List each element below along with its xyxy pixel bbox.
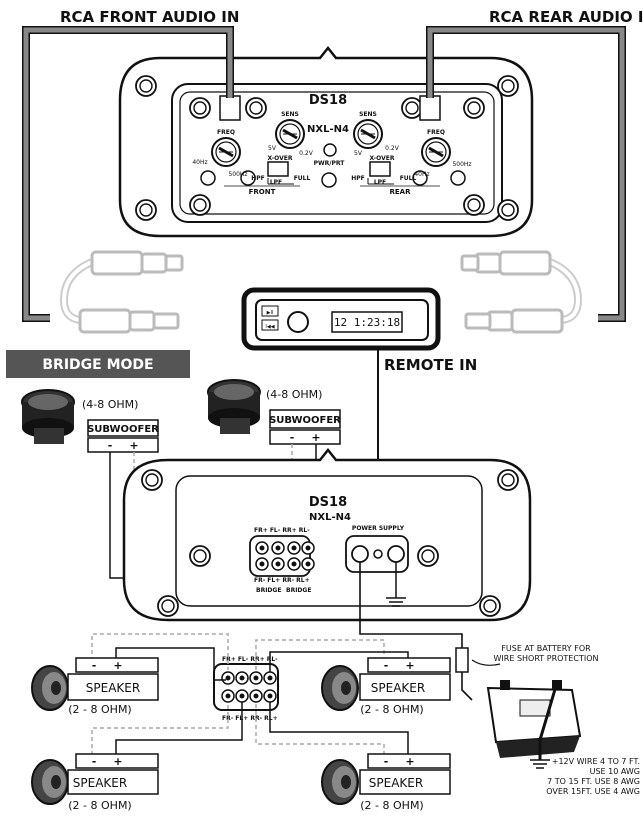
rca-plugs-right: [460, 250, 583, 334]
bottom-amp-bridge-2: BRIDGE: [286, 587, 311, 594]
xover-left-label: X-OVER: [268, 155, 293, 162]
sens-left-label: SENS: [281, 111, 299, 118]
subwoofer-1-plus: +: [129, 439, 138, 452]
speaker-3-minus: -: [92, 755, 97, 768]
top-amp-model: NXL-N4: [307, 124, 349, 135]
subwoofer-2-icon: [207, 379, 261, 434]
rear-label: REAR: [390, 188, 412, 196]
speaker-4-icon: [321, 759, 359, 805]
hz500-right-label: 500Hz: [452, 161, 471, 168]
subwoofer-2: (4-8 OHM) SUBWOOFER - +: [207, 379, 341, 445]
terminal-block-bottom-label: FR- FL+ RR- RL+: [222, 715, 278, 722]
top-amp-logo: DS18: [309, 93, 347, 108]
speaker-3-ohm: (2 - 8 OHM): [68, 799, 131, 812]
rca-rear-cable: [426, 26, 626, 322]
freq-right-label: FREQ: [427, 129, 445, 136]
rca-rear-label: RCA REAR AUDIO IN: [489, 8, 643, 26]
fuse-icon: [455, 647, 469, 673]
bottom-amplifier: DS18 NXL-N4 FR+ FL- RR+ RL- FR- FL+ RR- …: [122, 447, 532, 622]
bridge-mode-banner: BRIDGE MODE: [6, 350, 190, 378]
front-label: FRONT: [249, 188, 276, 196]
top-amplifier: DS18 NXL-N4 SENS SENS FREQ FREQ 5V 0.2V …: [118, 45, 534, 238]
subwoofer-2-ohm: (4-8 OHM): [266, 388, 322, 401]
bottom-amp-top-terminals: FR+ FL- RR+ RL-: [254, 527, 310, 534]
v02-left-label: 0.2V: [299, 150, 314, 157]
subwoofer-1-icon: [21, 389, 75, 444]
subwoofer-2-label: SUBWOOFER: [269, 415, 341, 426]
bottom-amp-bottom-terminals: FR- FL+ RR- RL+: [254, 577, 310, 584]
power-supply-label: POWER SUPPLY: [352, 525, 405, 532]
speaker-1-ohm: (2 - 8 OHM): [68, 703, 131, 716]
speaker-1-icon: [31, 665, 69, 711]
speaker-1: - + SPEAKER (2 - 8 OHM): [31, 657, 159, 716]
lpf-left-label: LPF: [270, 179, 282, 186]
speaker-2-plus: +: [405, 659, 414, 672]
sens-right-label: SENS: [359, 111, 377, 118]
speaker-3-label: SPEAKER: [73, 776, 127, 790]
speaker-3: - + SPEAKER (2 - 8 OHM): [31, 753, 159, 812]
bridge-mode-label: BRIDGE MODE: [42, 357, 153, 373]
speaker-3-plus: +: [113, 755, 122, 768]
speaker-2-icon: [321, 665, 359, 711]
wire-note-line4: OVER 15FT. USE 4 AWG: [546, 787, 640, 796]
v02-right-label: 0.2V: [385, 145, 400, 152]
v5-right-label: 5V: [354, 150, 363, 157]
remote-in-label: REMOTE IN: [384, 356, 477, 374]
rca-front-label: RCA FRONT AUDIO IN: [60, 8, 239, 26]
speaker-3-icon: [31, 759, 69, 805]
hpf-left-label: HPF: [251, 175, 265, 182]
ground-icon: [386, 562, 406, 607]
speaker-2: - + SPEAKER (2 - 8 OHM): [321, 657, 451, 716]
hz500-left-label: 500Hz: [228, 171, 247, 178]
full-right-label: FULL: [400, 175, 417, 182]
subwoofer-1-minus: -: [108, 439, 113, 452]
head-unit-prev-button: I◀◀: [265, 324, 274, 330]
speaker-4: - + SPEAKER (2 - 8 OHM): [321, 753, 451, 812]
v5-left-label: 5V: [268, 145, 277, 152]
speaker-4-ohm: (2 - 8 OHM): [360, 799, 423, 812]
speaker-1-minus: -: [92, 659, 97, 672]
fuse-note-line2: WIRE SHORT PROTECTION: [494, 654, 599, 663]
speaker-1-label: SPEAKER: [86, 681, 140, 695]
speaker-2-label: SPEAKER: [371, 681, 425, 695]
full-left-label: FULL: [294, 175, 311, 182]
bottom-amp-logo: DS18: [309, 495, 347, 510]
head-unit-play-button: ▶II: [267, 310, 274, 316]
hz40-left-label: 40Hz: [192, 159, 207, 166]
speaker-wires: [91, 633, 409, 762]
hz40-right-label: 40Hz: [414, 171, 429, 178]
wire-note-line2: USE 10 AWG: [590, 767, 640, 776]
speaker-4-minus: -: [384, 755, 389, 768]
pwr-prt-label: PWR/PRT: [314, 160, 346, 167]
speaker-1-plus: +: [113, 659, 122, 672]
xover-right-label: X-OVER: [370, 155, 395, 162]
fuse-note-line1: FUSE AT BATTERY FOR: [501, 644, 591, 653]
wire-note-line3: 7 TO 15 FT. USE 8 AWG: [547, 777, 640, 786]
head-unit-display: 12 1:23:18: [334, 316, 400, 329]
rca-plugs-left: [59, 250, 184, 334]
rca-front-cable: [22, 26, 234, 322]
speaker-4-label: SPEAKER: [369, 776, 423, 790]
hpf-right-label: HPF: [351, 175, 365, 182]
subwoofer-2-minus: -: [290, 431, 295, 444]
power-wire: [359, 562, 473, 701]
speaker-terminal-block: FR+ FL- RR+ RL- FR- FL+ RR- RL+: [213, 656, 279, 722]
bottom-amp-bridge-1: BRIDGE: [256, 587, 281, 594]
subwoofer-1: (4-8 OHM) SUBWOOFER - +: [21, 389, 159, 453]
freq-left-label: FREQ: [217, 129, 235, 136]
lpf-right-label: LPF: [374, 179, 386, 186]
subwoofer-1-ohm: (4-8 OHM): [82, 398, 138, 411]
terminal-block-top-label: FR+ FL- RR+ RL-: [222, 656, 278, 663]
speaker-2-ohm: (2 - 8 OHM): [360, 703, 423, 716]
subwoofer-1-label: SUBWOOFER: [87, 424, 159, 435]
head-unit: 12 1:23:18 ▶II I◀◀: [241, 287, 441, 351]
speaker-4-plus: +: [405, 755, 414, 768]
speaker-2-minus: -: [384, 659, 389, 672]
wire-note-line1: +12V WIRE 4 TO 7 FT.: [552, 757, 640, 766]
bottom-amp-model: NXL-N4: [309, 512, 351, 523]
subwoofer-2-plus: +: [311, 431, 320, 444]
battery-icon: [486, 680, 582, 769]
